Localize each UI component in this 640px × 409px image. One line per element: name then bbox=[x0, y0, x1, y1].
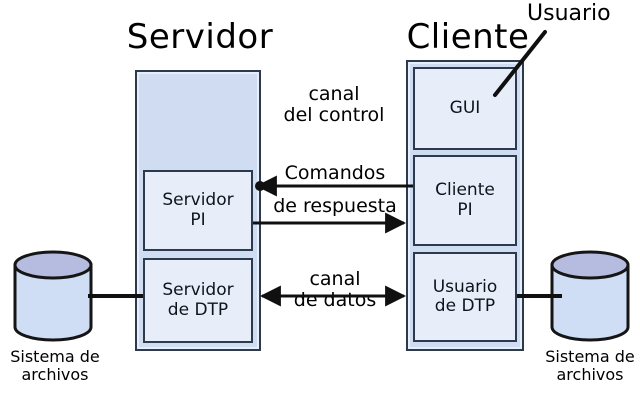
filesystem-left-label: Sistema de archivos bbox=[10, 347, 100, 385]
client-module-cliente-pi[interactable]: Cliente PI bbox=[413, 155, 517, 246]
data-channel-label: canal de datos bbox=[293, 268, 377, 312]
control-channel-label: canal del control bbox=[283, 83, 385, 127]
server-module-servidor-dtp[interactable]: Servidor de DTP bbox=[143, 258, 253, 343]
filesystem-right-label: Sistema de archivos bbox=[545, 347, 635, 385]
server-module-servidor-pi-label: Servidor PI bbox=[162, 190, 234, 230]
client-title: Cliente bbox=[406, 17, 530, 57]
server-title: Servidor bbox=[126, 17, 274, 57]
server-module-servidor-pi[interactable]: Servidor PI bbox=[143, 170, 253, 251]
respuesta-label: de respuesta bbox=[273, 195, 397, 217]
client-module-cliente-pi-label: Cliente PI bbox=[435, 180, 495, 220]
comandos-label: Comandos bbox=[284, 162, 386, 184]
client-module-usuario-dtp-label: Usuario de DTP bbox=[432, 276, 498, 316]
filesystem-right-cylinder bbox=[549, 250, 631, 342]
usuario-callout-label: Usuario bbox=[527, 1, 611, 26]
filesystem-left-cylinder bbox=[12, 250, 94, 342]
server-module-servidor-dtp-label: Servidor de DTP bbox=[162, 280, 234, 320]
client-module-usuario-dtp[interactable]: Usuario de DTP bbox=[413, 252, 517, 342]
client-module-gui-label: GUI bbox=[449, 97, 481, 118]
client-module-gui[interactable]: GUI bbox=[413, 67, 517, 150]
